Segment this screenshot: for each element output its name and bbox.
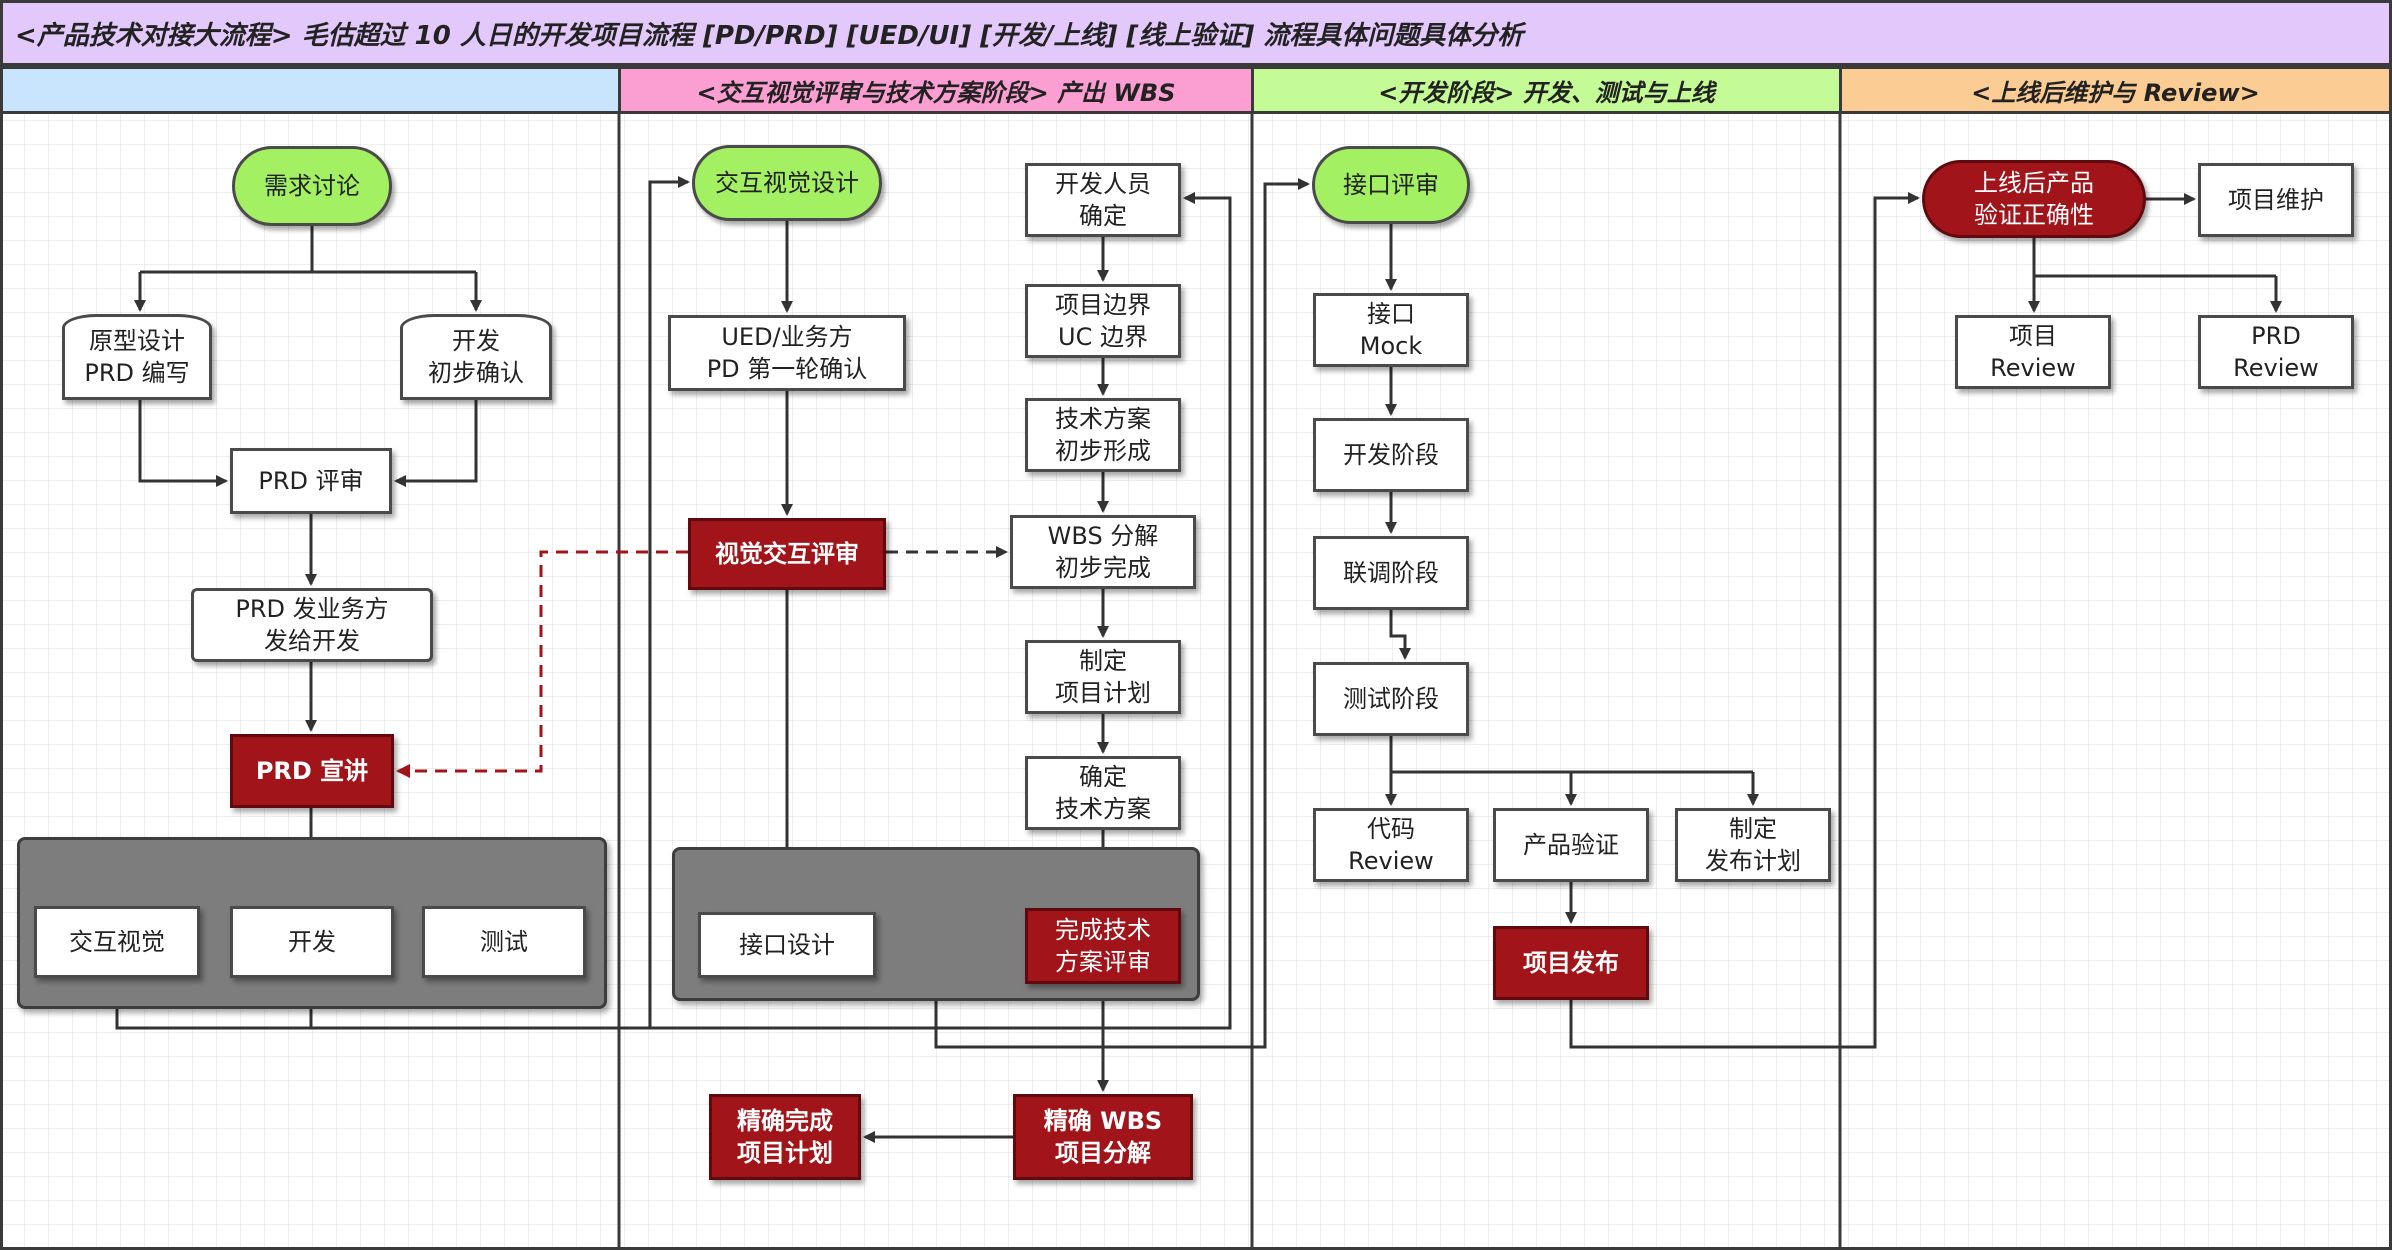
node-tech-plan-init[interactable]: 技术方案 初步形成 <box>1025 398 1181 472</box>
node-scope[interactable]: 项目边界 UC 边界 <box>1025 284 1181 358</box>
node-dev-stage[interactable]: 开发阶段 <box>1313 418 1469 492</box>
node-ixd-design[interactable]: 交互视觉设计 <box>692 145 882 221</box>
node-api-design[interactable]: 接口设计 <box>698 912 876 978</box>
node-test[interactable]: 测试 <box>422 906 586 978</box>
lane-header-requirements <box>0 66 621 114</box>
node-post-verify[interactable]: 上线后产品 验证正确性 <box>1922 160 2146 238</box>
lane-dividers <box>0 66 2392 1250</box>
node-precise-wbs[interactable]: 精确 WBS 项目分解 <box>1013 1094 1193 1180</box>
node-precise-plan[interactable]: 精确完成 项目计划 <box>709 1094 861 1180</box>
edge-prototype-review <box>138 400 228 487</box>
node-prd-review-final[interactable]: PRD Review <box>2198 315 2354 389</box>
edge-req-split <box>140 226 476 274</box>
edge-devconfirm-review <box>394 400 478 487</box>
node-visual-review[interactable]: 视觉交互评审 <box>688 518 886 590</box>
node-ued-confirm[interactable]: UED/业务方 PD 第一轮确认 <box>668 315 906 391</box>
node-confirm-tech[interactable]: 确定 技术方案 <box>1025 756 1181 830</box>
page-title: <产品技术对接大流程> 毛估超过 10 人日的开发项目流程 [PD/PRD] [… <box>0 0 2392 66</box>
grid-background <box>0 114 2392 1250</box>
node-api-review[interactable]: 接口评审 <box>1312 146 1470 224</box>
edge-release-lane4 <box>1569 192 1920 1049</box>
edge-integration-test <box>1389 610 1411 660</box>
node-prd-send[interactable]: PRD 发业务方 发给开发 <box>191 588 433 662</box>
node-release[interactable]: 项目发布 <box>1493 926 1649 1000</box>
node-test-stage[interactable]: 测试阶段 <box>1313 662 1469 736</box>
connector-lines <box>111 176 2282 1143</box>
node-interaction-visual[interactable]: 交互视觉 <box>34 906 200 978</box>
node-tech-review-done[interactable]: 完成技术 方案评审 <box>1025 908 1181 984</box>
node-req-discussion[interactable]: 需求讨论 <box>232 146 392 226</box>
node-product-verify[interactable]: 产品验证 <box>1493 808 1649 882</box>
lane-header-design-review: <交互视觉评审与技术方案阶段> 产出 WBS <box>618 66 1254 114</box>
node-release-plan[interactable]: 制定 发布计划 <box>1675 808 1831 882</box>
node-api-mock[interactable]: 接口 Mock <box>1313 293 1469 367</box>
node-dev-staff[interactable]: 开发人员 确定 <box>1025 163 1181 237</box>
node-prd-presentation[interactable]: PRD 宣讲 <box>230 734 394 808</box>
node-project-review[interactable]: 项目 Review <box>1955 315 2111 389</box>
node-make-plan[interactable]: 制定 项目计划 <box>1025 640 1181 714</box>
node-maintenance[interactable]: 项目维护 <box>2198 163 2354 237</box>
lane-header-maintenance: <上线后维护与 Review> <box>1839 66 2392 114</box>
lane-header-development: <开发阶段> 开发、测试与上线 <box>1251 66 1842 114</box>
node-wbs-init[interactable]: WBS 分解 初步完成 <box>1010 515 1196 589</box>
node-prd-review[interactable]: PRD 评审 <box>230 448 392 514</box>
node-dev-confirm[interactable]: 开发 初步确认 <box>400 314 552 400</box>
node-integration[interactable]: 联调阶段 <box>1313 536 1469 610</box>
node-dev[interactable]: 开发 <box>230 906 394 978</box>
edge-loop-to-staff <box>311 192 1232 1030</box>
node-code-review[interactable]: 代码 Review <box>1313 808 1469 882</box>
edge-group2-lane3 <box>934 178 1310 1049</box>
node-prototype[interactable]: 原型设计 PRD 编写 <box>62 314 212 400</box>
